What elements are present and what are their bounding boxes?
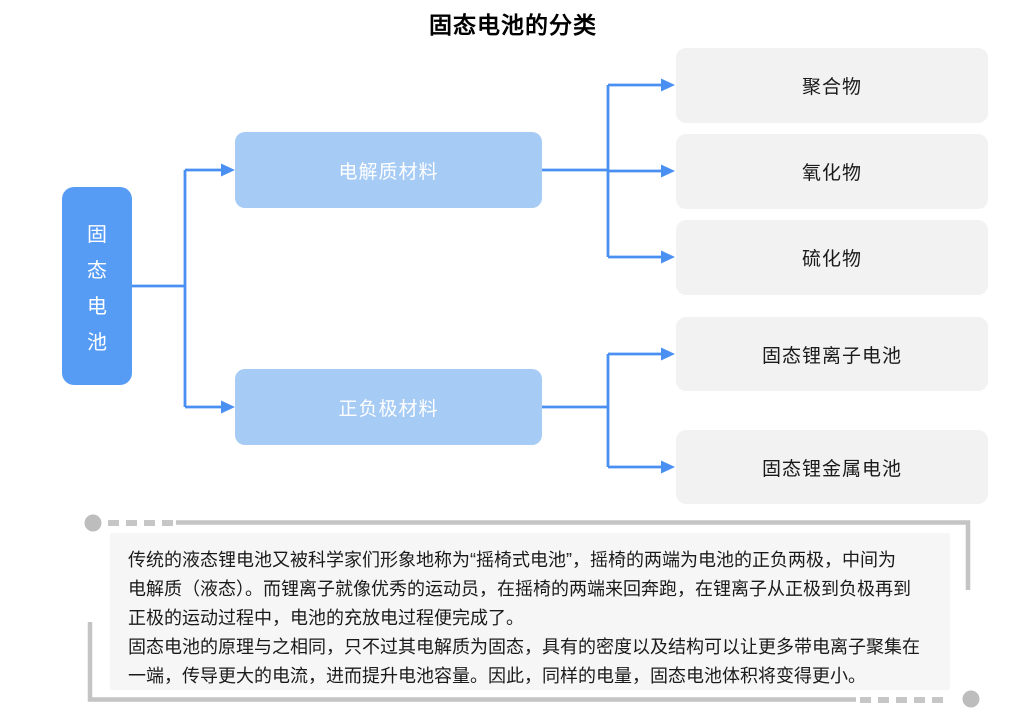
node-leaf-sulfide: 硫化物 [676,220,988,295]
note-line: 传统的液态锂电池又被科学家们形象地称为“摇椅式电池”，摇椅的两端为电池的正负两极… [128,550,896,570]
decor-dot-icon [84,514,102,532]
branch-label: 正负极材料 [338,398,439,420]
note-line: 正极的运动过程中，电池的充放电过程便完成了。 [128,608,524,628]
root-char: 固 [87,223,107,246]
leaf-label: 氧化物 [801,163,862,184]
leaf-label: 硫化物 [801,249,862,270]
note-line: 固态电池的原理与之相同，只不过其电解质为固态，具有的密度以及结构可以让更多带电离… [128,637,920,657]
note-line: 电解质（液态）。而锂离子就像优秀的运动员，在摇椅的两端来回奔跑，在锂离子从正极到… [128,579,911,599]
page-title: 固态电池的分类 [429,12,597,38]
arrow-right-icon [661,460,675,474]
decor-dot-icon [962,690,980,708]
note-panel: 传统的液态锂电池又被科学家们形象地称为“摇椅式电池”，摇椅的两端为电池的正负两极… [110,533,950,690]
leaf-label: 聚合物 [801,77,862,98]
arrow-right-icon [661,164,675,178]
node-branch-electrolyte-material: 电解质材料 [235,132,542,208]
root-char: 电 [87,295,107,318]
root-char: 池 [87,331,107,354]
node-leaf-polymer: 聚合物 [676,48,988,123]
node-leaf-oxide: 氧化物 [676,134,988,209]
node-root-solid-state-battery: 固 态 电 池 [62,187,132,385]
node-branch-electrode-material: 正负极材料 [235,369,542,445]
arrow-right-icon [221,163,235,177]
arrow-right-icon [221,400,235,414]
branch-label: 电解质材料 [338,161,439,183]
note-line: 一端，传导更大的电流，进而提升电池容量。因此，同样的电量，固态电池体积将变得更小… [128,666,866,686]
leaf-label: 固态锂离子电池 [761,345,902,367]
node-leaf-solid-state-li-ion-battery: 固态锂离子电池 [676,317,988,391]
node-leaf-solid-state-li-metal-battery: 固态锂金属电池 [676,430,988,504]
arrow-right-icon [661,250,675,264]
arrow-right-icon [661,347,675,361]
leaf-label: 固态锂金属电池 [761,458,902,480]
root-char: 态 [87,259,107,282]
arrow-right-icon [661,78,675,92]
